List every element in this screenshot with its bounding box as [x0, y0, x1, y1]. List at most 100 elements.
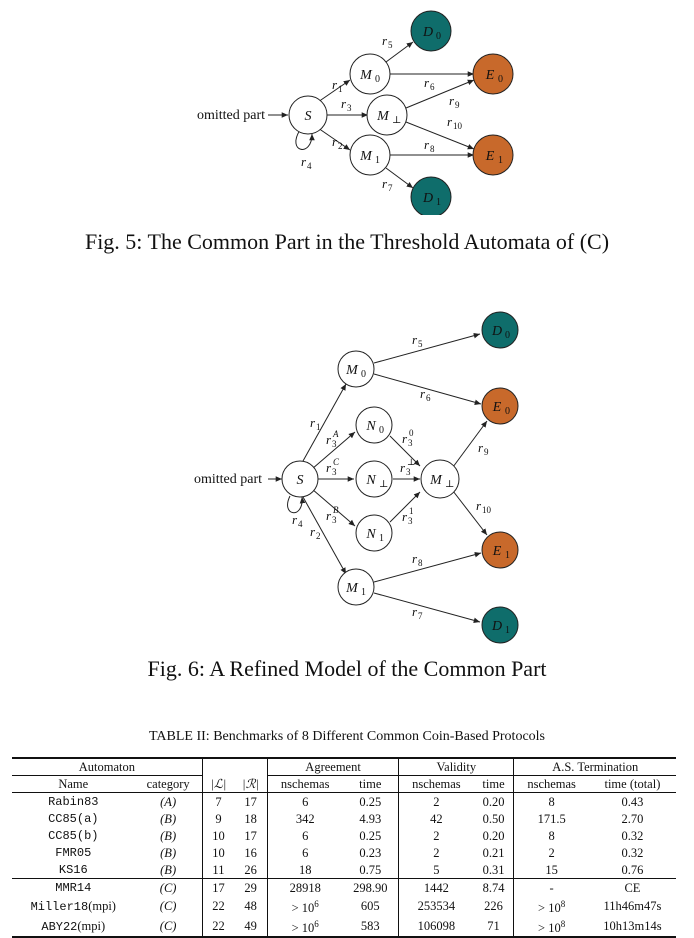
validity-time: 0.31 [482, 862, 505, 877]
locations-count: 7 [201, 792, 235, 810]
validity-nschemas: 106098 [398, 916, 474, 938]
svg-text:r: r [301, 154, 307, 169]
termination-time: 2.70 [621, 811, 644, 826]
svg-text:r: r [382, 176, 388, 191]
svg-text:1: 1 [375, 155, 380, 166]
svg-text:N: N [365, 527, 376, 542]
svg-text:2: 2 [338, 141, 343, 151]
svg-text:0: 0 [379, 425, 384, 436]
group-automaton: Automaton [12, 757, 203, 776]
termination-nschemas: 8 [513, 792, 589, 810]
svg-text:D: D [422, 25, 433, 40]
category: (B) [160, 828, 177, 843]
validity-time: 0.20 [482, 828, 505, 843]
svg-text:10: 10 [453, 121, 463, 131]
svg-text:1: 1 [316, 422, 321, 432]
rules-count: 17 [244, 828, 257, 843]
node-Nbot: N ⊥ [355, 460, 393, 498]
termination-nschemas: 15 [513, 861, 589, 879]
edge-r1 [302, 383, 347, 462]
edge-r7 [385, 167, 414, 189]
edge-r4 [287, 495, 306, 514]
category: (C) [134, 878, 203, 896]
edge-r9 [405, 79, 475, 109]
svg-text:3: 3 [347, 103, 352, 113]
agreement-nschemas: 18 [266, 861, 343, 879]
protocol-name: KS16 [58, 863, 88, 877]
category: (B) [160, 845, 177, 860]
svg-text:r: r [478, 440, 484, 455]
agreement-nschemas: 6 [266, 827, 343, 844]
agreement-time: 0.75 [359, 862, 382, 877]
termination-nschemas: > 108 [513, 916, 589, 938]
termination-time: 10h13m14s [588, 916, 676, 938]
rules-count: 16 [244, 845, 257, 860]
fig6-diagram: omitted part S M 0 N 0 N ⊥ N 1 M ⊥ M 1 D… [194, 311, 519, 644]
col-agreement-nschemas: nschemas [266, 775, 343, 793]
col-termination-nschemas: nschemas [513, 775, 589, 793]
svg-text:⊥: ⊥ [392, 115, 401, 126]
termination-nschemas: > 108 [513, 896, 589, 917]
svg-text:3: 3 [408, 516, 413, 526]
col-category: category [134, 775, 203, 793]
termination-time: 0.32 [621, 845, 644, 860]
edge-r4 [295, 129, 315, 150]
svg-text:D: D [491, 324, 502, 339]
rules-count: 17 [244, 794, 257, 809]
rules-count: 29 [234, 878, 268, 896]
svg-text:N: N [365, 473, 376, 488]
edge-r7 [373, 592, 481, 624]
svg-text:2: 2 [316, 531, 321, 541]
agreement-time: 0.25 [359, 828, 382, 843]
validity-time: 0.20 [482, 794, 505, 809]
svg-text:A: A [332, 429, 339, 439]
node-E1: E 1 [481, 531, 519, 569]
agreement-nschemas: > 106 [266, 916, 343, 938]
edge-r2 [302, 496, 347, 575]
termination-nschemas: - [513, 878, 589, 896]
edge-r2 [317, 127, 351, 151]
col-rules: |ℛ| [234, 775, 268, 793]
svg-text:1: 1 [379, 533, 384, 544]
agreement-time: 4.93 [359, 811, 382, 826]
svg-text:1: 1 [436, 197, 441, 208]
svg-text:3: 3 [408, 438, 413, 448]
category: (A) [160, 794, 177, 809]
svg-text:r: r [341, 96, 347, 111]
svg-text:r: r [476, 498, 482, 513]
col-validity-time: time [473, 775, 514, 793]
rules-count: 48 [244, 899, 257, 914]
svg-text:M: M [359, 149, 373, 164]
svg-text:r: r [332, 134, 338, 149]
edge-r9 [452, 420, 488, 468]
locations-count: 22 [201, 896, 235, 917]
svg-text:D: D [491, 619, 502, 634]
validity-nschemas: 5 [398, 861, 474, 879]
rules-count: 26 [244, 862, 257, 877]
agreement-nschemas: 6 [266, 792, 343, 810]
svg-text:M: M [345, 363, 359, 378]
locations-count: 17 [201, 878, 235, 896]
svg-text:M: M [376, 109, 390, 124]
svg-text:E: E [485, 149, 495, 164]
node-E0: E 0 [472, 53, 514, 95]
svg-text:r: r [402, 509, 408, 524]
svg-text:8: 8 [430, 144, 435, 154]
node-D0: D 0 [410, 10, 452, 52]
validity-nschemas: 1442 [398, 878, 474, 896]
col-agreement-time: time [342, 775, 399, 793]
locations-count: 22 [201, 916, 235, 938]
svg-text:7: 7 [418, 611, 423, 621]
svg-text:0: 0 [498, 74, 503, 85]
svg-text:S: S [305, 109, 312, 124]
